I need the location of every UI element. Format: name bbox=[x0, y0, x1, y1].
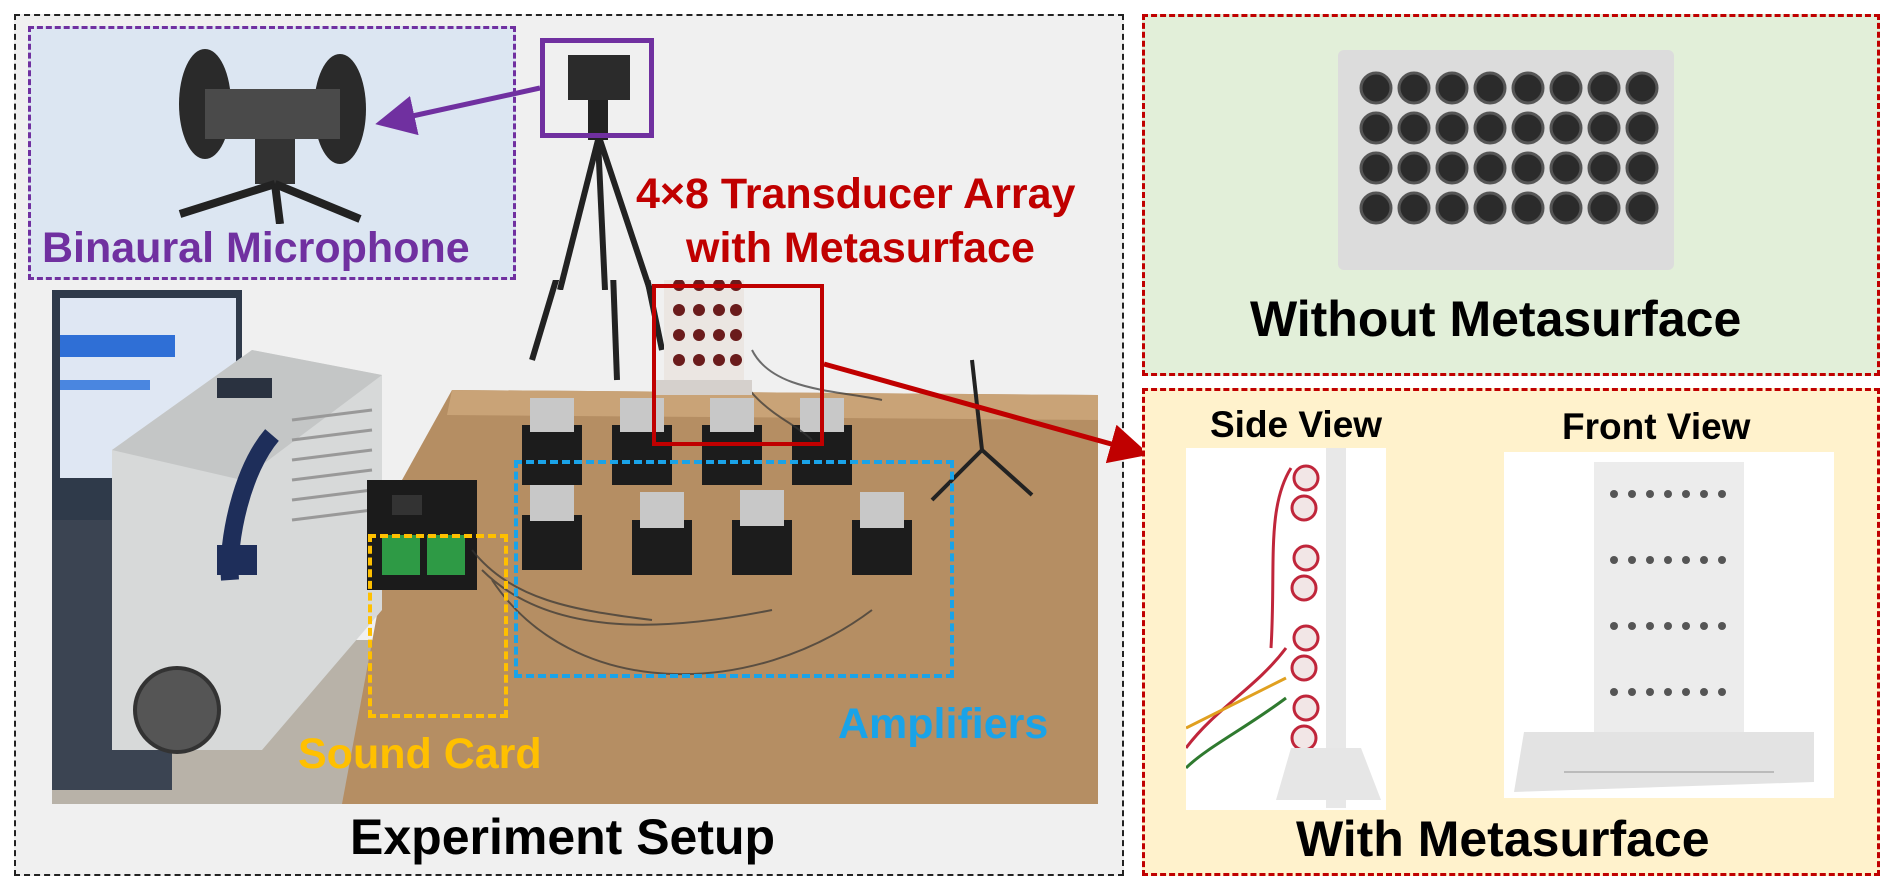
without-metasurface-label: Without Metasurface bbox=[1250, 291, 1742, 347]
sound-card-box bbox=[368, 534, 508, 718]
sound-card-label: Sound Card bbox=[298, 730, 542, 778]
binaural-microphone-photo bbox=[178, 49, 366, 224]
microphone-arrow bbox=[375, 85, 541, 136]
amplifier-boards bbox=[522, 398, 912, 575]
tripod bbox=[557, 55, 653, 290]
front-view-photo bbox=[1504, 452, 1834, 798]
experiment-setup-title: Experiment Setup bbox=[350, 809, 776, 865]
transducer-array-label-line1: 4×8 Transducer Array bbox=[636, 170, 1076, 218]
amplifiers-label: Amplifiers bbox=[838, 700, 1049, 748]
transducer-array-label-line2: with Metasurface bbox=[686, 224, 1035, 272]
amplifiers-box bbox=[514, 460, 954, 678]
experiment-setup-photo bbox=[52, 280, 1098, 804]
front-view-label: Front View bbox=[1562, 406, 1751, 447]
side-view-label: Side View bbox=[1210, 404, 1383, 445]
microphone-callout-box bbox=[540, 38, 654, 138]
transducer-array-callout-box bbox=[652, 284, 824, 446]
flat-array-photo bbox=[1338, 50, 1674, 270]
binaural-microphone-label: Binaural Microphone bbox=[42, 224, 470, 272]
transducer-array bbox=[652, 280, 752, 395]
array-arrow bbox=[823, 361, 1150, 464]
with-metasurface-label: With Metasurface bbox=[1296, 811, 1710, 867]
side-view-photo bbox=[1186, 448, 1386, 810]
power-supply bbox=[112, 350, 382, 754]
